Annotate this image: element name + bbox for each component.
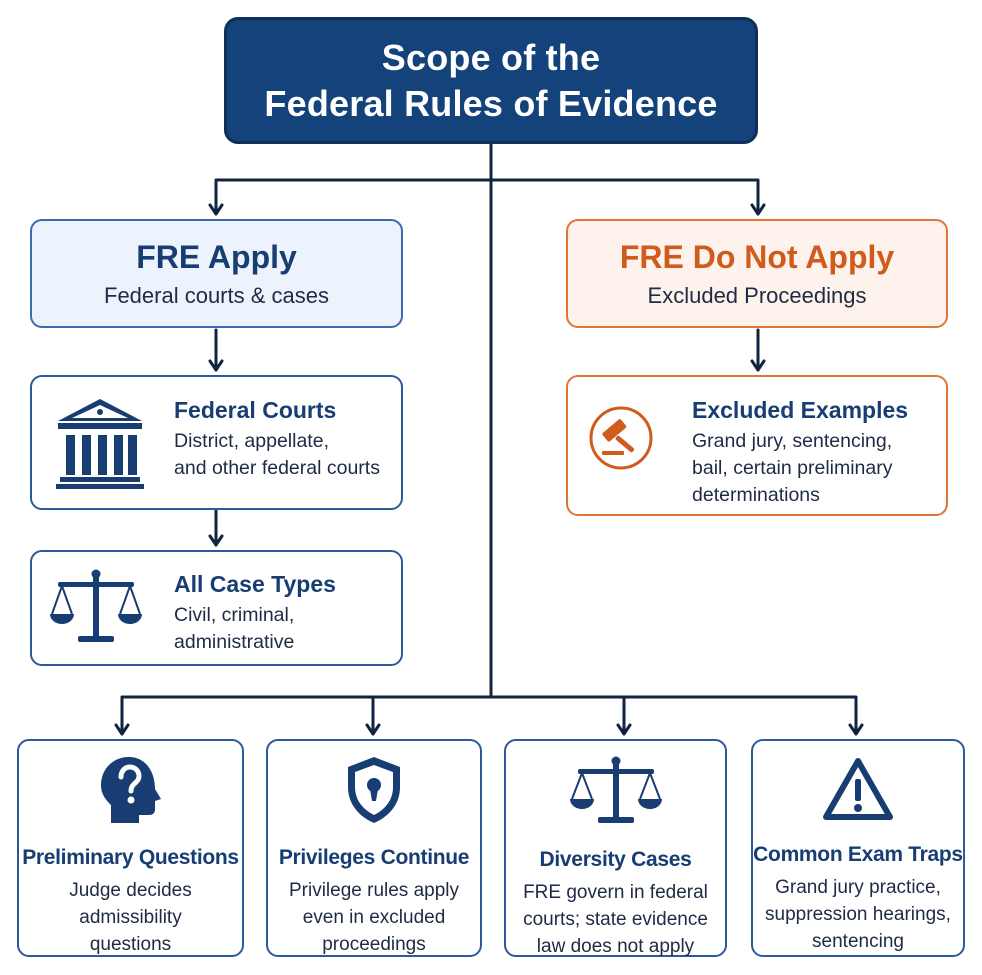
warning-icon [823,755,893,822]
federal-courts-desc-line1: District, appellate, [174,430,329,452]
fre-not-apply-subheading: Excluded Proceedings [647,282,867,308]
head-question-icon [99,755,163,825]
fre-apply-box: FRE Apply Federal courts & cases [30,219,403,328]
fre-apply-heading: FRE Apply [136,238,297,275]
federal-courts-title: Federal Courts [174,397,337,423]
preliminary-questions-line1: Judge decides admissibility [69,880,192,928]
courthouse-icon [54,395,146,496]
privileges-continue-line3: proceedings [322,934,426,955]
excluded-examples-line2: bail, certain preliminary [692,457,893,479]
fre-not-apply-box: FRE Do Not Apply Excluded Proceedings [566,219,948,328]
case-types-desc-line2: administrative [174,631,295,653]
diversity-cases-line2: courts; state evidence [523,909,708,930]
common-exam-traps-card: Common Exam Traps Grand jury practice, s… [751,739,965,957]
scales-icon [50,568,142,653]
privileges-continue-title: Privileges Continue [278,846,470,869]
excluded-examples-line3: determinations [692,484,820,506]
excluded-examples-card: Excluded Examples Grand jury, sentencing… [566,375,948,516]
scales-icon [569,755,662,827]
preliminary-questions-card: Preliminary Questions Judge decides admi… [17,739,244,957]
privileges-continue-card: Privileges Continue Privilege rules appl… [266,739,482,957]
diversity-cases-card: Diversity Cases FRE govern in federal co… [504,739,727,957]
diagram-title-line1: Scope of the [381,36,601,78]
common-exam-traps-title: Common Exam Traps [753,843,963,866]
case-types-desc-line1: Civil, criminal, [174,604,295,626]
diagram-title-line2: Federal Rules of Evidence [264,82,718,124]
excluded-examples-title: Excluded Examples [692,397,909,423]
diversity-cases-line3: law does not apply [536,936,695,957]
privileges-continue-line2: even in excluded [302,907,446,928]
federal-courts-card: Federal Courts District, appellate, and … [30,375,403,510]
diagram-title-box: Scope of the Federal Rules of Evidence [224,17,758,144]
federal-courts-desc-line2: and other federal courts [174,457,380,479]
fre-not-apply-heading: FRE Do Not Apply [619,238,895,275]
privileges-continue-line1: Privilege rules apply [288,880,460,901]
gavel-icon [588,405,654,476]
preliminary-questions-title: Preliminary Questions [22,846,239,869]
preliminary-questions-line2: questions [89,934,172,955]
excluded-examples-line1: Grand jury, sentencing, [692,430,893,452]
case-types-card: All Case Types Civil, criminal, administ… [30,550,403,666]
fre-apply-subheading: Federal courts & cases [104,282,329,308]
common-exam-traps-line1: Grand jury practice, [775,877,941,898]
case-types-title: All Case Types [174,571,336,597]
common-exam-traps-line3: sentencing [812,931,904,952]
diversity-cases-title: Diversity Cases [539,848,692,871]
common-exam-traps-line2: suppression hearings, [765,904,951,925]
shield-lock-icon [344,755,404,825]
diversity-cases-line1: FRE govern in federal [523,882,708,903]
